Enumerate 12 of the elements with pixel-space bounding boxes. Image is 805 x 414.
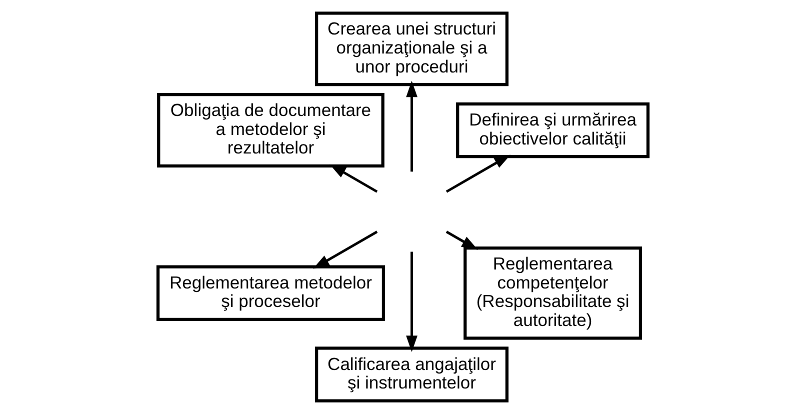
node-box: Obligaţia de documentare a metodelor şi rezultatelor — [156, 93, 384, 168]
node-box: Calificarea angajaţilor şi instrumentelor — [314, 346, 508, 402]
node-box: Reglementarea competenţelor (Responsabilitate şi autoritate) — [463, 246, 642, 340]
arrow — [406, 80, 417, 172]
arrow — [312, 230, 378, 269]
node-box: Reglementarea metodelor şi proceselor — [156, 265, 385, 321]
arrow — [445, 154, 510, 193]
arrow — [406, 252, 417, 352]
arrow — [329, 164, 378, 193]
node-box: Definirea şi urmărirea obiectivelor calităţii — [456, 102, 650, 158]
arrow — [445, 230, 478, 250]
node-box: Crearea unei structuri organizaţionale şi a unor proceduri — [314, 12, 508, 86]
